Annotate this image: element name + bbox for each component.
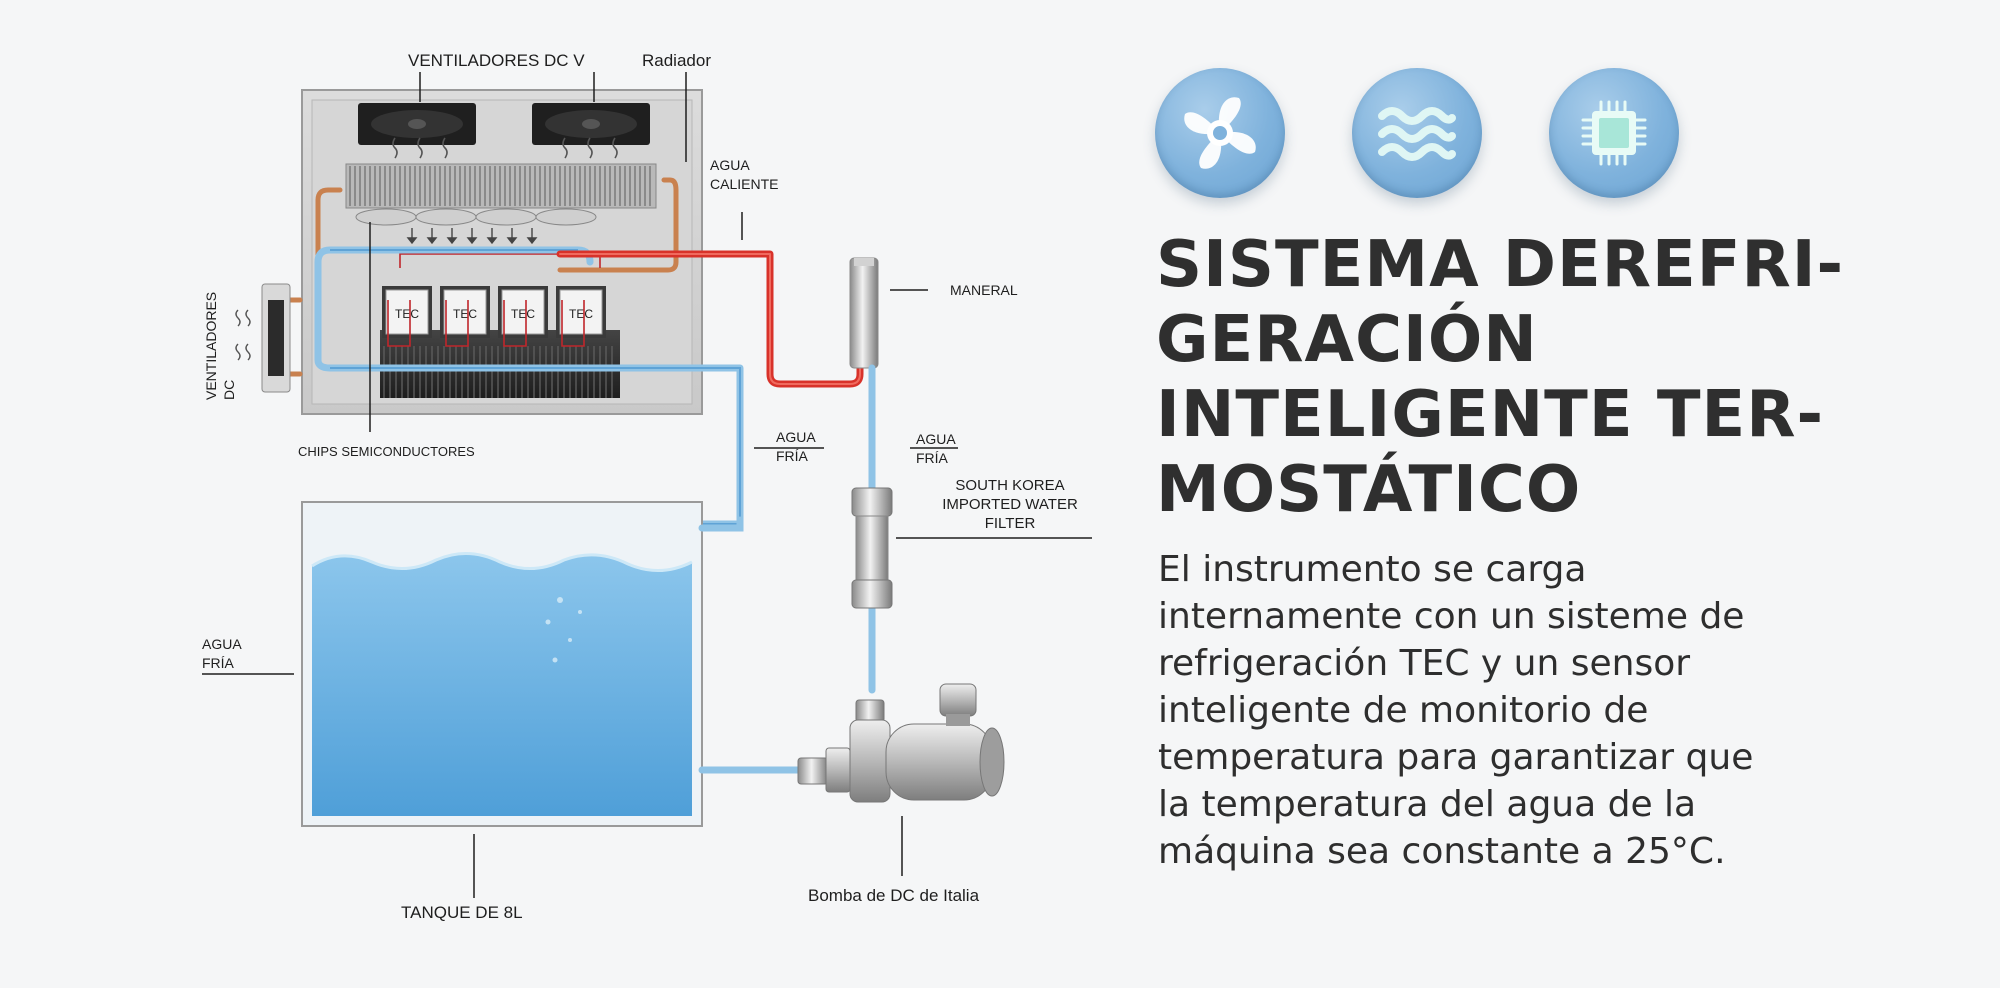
label-water-filter: IMPORTED WATER (942, 496, 1078, 513)
label-agua-caliente: AGUA (710, 157, 750, 173)
description-line: El instrumento se carga (1158, 549, 1587, 590)
page-title: SISTEMA DEREFRI- GERACIÓN INTELIGENTE TE… (1156, 228, 1976, 528)
label-ventiladores-side: DC (221, 380, 237, 400)
title-line: SISTEMA DEREFRI- (1156, 228, 1845, 302)
pump (797, 683, 1005, 803)
radiator (345, 163, 657, 209)
title-line: MOSTÁTICO (1156, 453, 1582, 527)
description: El instrumento se carga internamente con… (1158, 546, 1978, 875)
water-waves-icon (1352, 68, 1482, 198)
description-line: internamente con un sisteme de (1158, 596, 1745, 637)
label-agua-fria: FRÍA (776, 448, 809, 464)
cold-plates (355, 208, 597, 226)
label-ventiladores-side: VENTILADORES (203, 292, 219, 400)
cooling-system-diagram: TEC TEC TEC TEC (202, 51, 1092, 922)
label-agua-fria-tanque: AGUA (202, 636, 242, 652)
top-fan-right (532, 103, 650, 145)
fan-icon (1155, 68, 1285, 198)
tec-module: TEC (556, 286, 606, 338)
description-line: temperatura para garantizar que (1158, 737, 1754, 778)
tec-module-label: TEC (511, 307, 535, 321)
label-chips-semiconductores: CHIPS SEMICONDUCTORES (298, 444, 475, 459)
label-agua-fria: FRÍA (916, 450, 949, 466)
tec-module: TEC (382, 286, 432, 338)
label-bomba: Bomba de DC de Italia (808, 886, 980, 905)
label-agua-fria-tanque: FRÍA (202, 655, 235, 671)
description-line: inteligente de monitorio de (1158, 690, 1649, 731)
maneral-faucet (849, 257, 879, 369)
tec-module: TEC (498, 286, 548, 338)
label-agua-caliente: CALIENTE (710, 176, 778, 192)
tec-module-label: TEC (569, 307, 593, 321)
label-maneral: MANERAL (950, 282, 1018, 298)
label-tanque: TANQUE DE 8L (401, 903, 523, 922)
label-water-filter: FILTER (985, 515, 1036, 532)
tec-module-label: TEC (395, 307, 419, 321)
tec-module: TEC (440, 286, 490, 338)
title-line: GERACIÓN (1156, 303, 1538, 377)
top-fan-left (358, 103, 476, 145)
label-water-filter: SOUTH KOREA (955, 477, 1064, 494)
description-line: máquina sea constante a 25°C. (1158, 831, 1726, 872)
water-tank (301, 501, 703, 827)
label-radiador: Radiador (642, 51, 711, 70)
label-ventiladores-dc: VENTILADORES DC V (408, 51, 585, 70)
side-fan (235, 283, 291, 393)
description-line: la temperatura del agua de la (1158, 784, 1697, 825)
tec-module-label: TEC (453, 307, 477, 321)
water-filter (851, 487, 893, 609)
hot-water-pipe (556, 250, 864, 388)
description-line: refrigeración TEC y un sensor (1158, 643, 1691, 684)
chip-icon (1549, 68, 1679, 198)
title-line: INTELIGENTE TER- (1156, 378, 1825, 452)
label-agua-fria: AGUA (776, 429, 816, 445)
label-agua-fria: AGUA (916, 431, 956, 447)
